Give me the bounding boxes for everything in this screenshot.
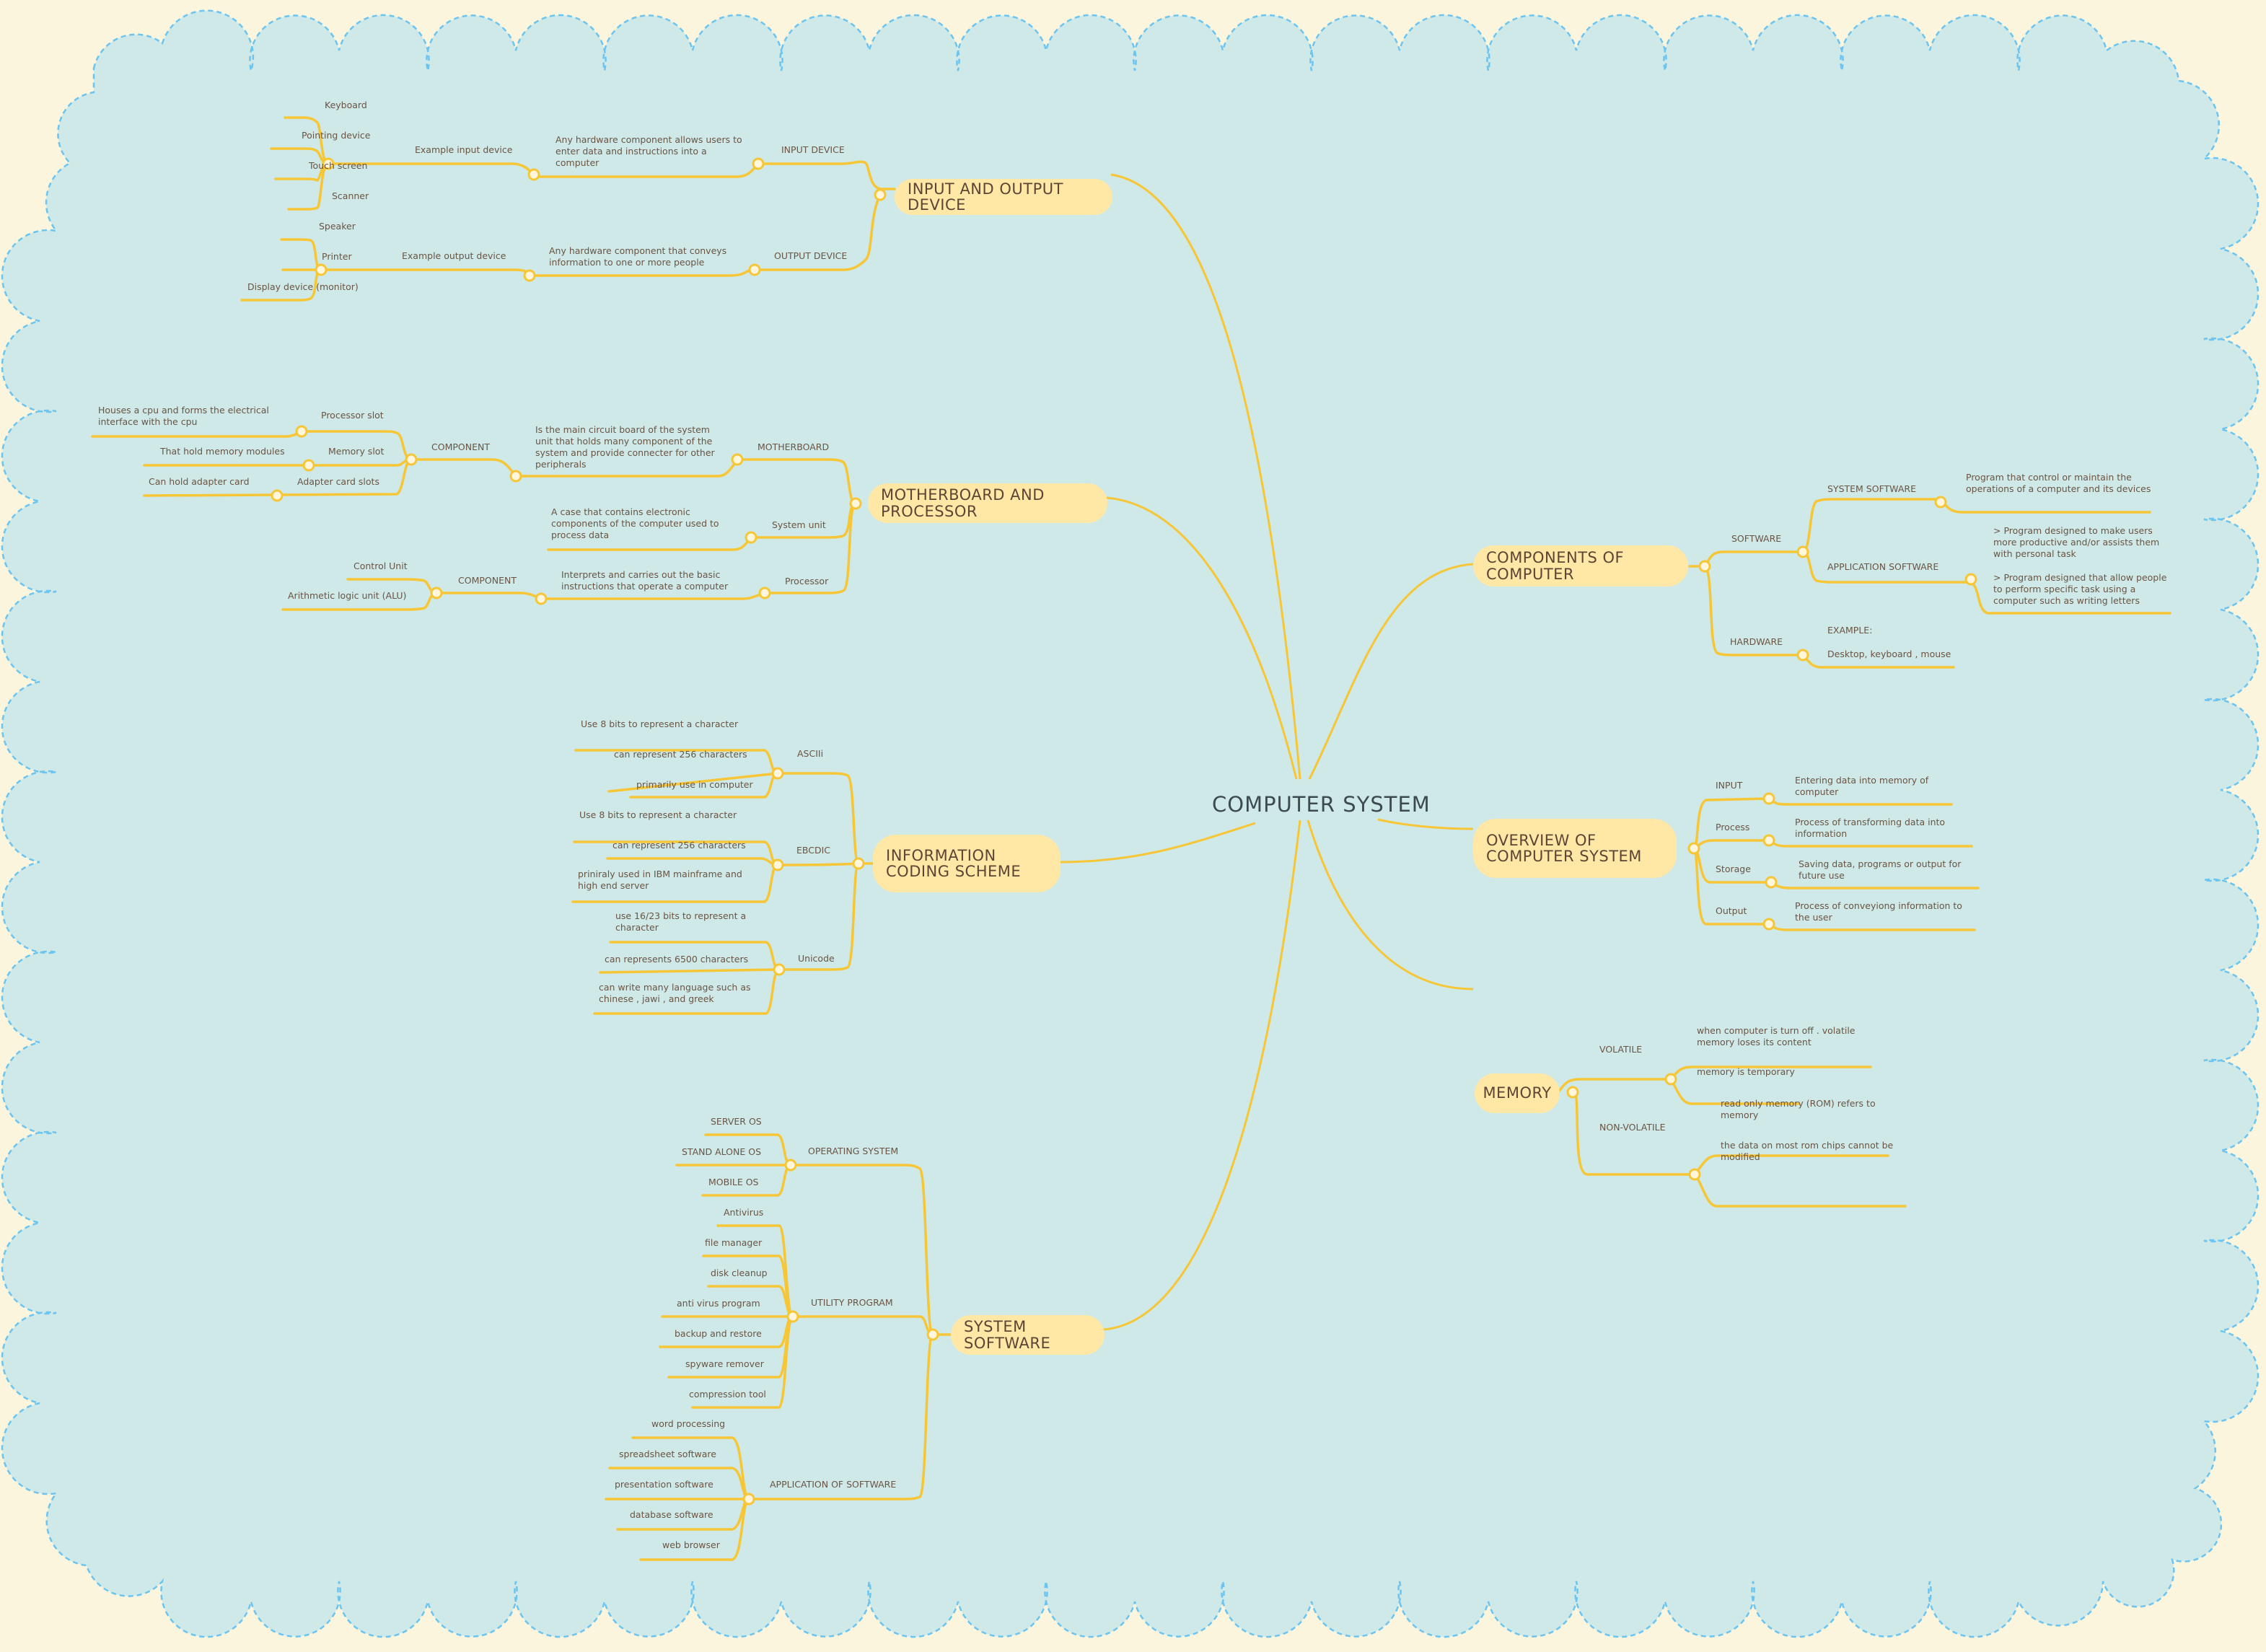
overview-input-label[interactable]: INPUT <box>1716 780 1743 791</box>
overview-output-label[interactable]: Output <box>1716 905 1747 916</box>
utility-backup-restore[interactable]: backup and restore <box>675 1328 762 1339</box>
unicode-item-3[interactable]: can write many language such as chinese … <box>599 982 751 1004</box>
operating-system-label[interactable]: OPERATING SYSTEM <box>808 1146 899 1156</box>
central-topic[interactable]: COMPUTER SYSTEM <box>1212 792 1431 817</box>
non-volatile-item-2[interactable]: the data on most rom chips cannot be mod… <box>1721 1140 1894 1162</box>
ascii-item-1[interactable]: Use 8 bits to represent a character <box>581 719 739 729</box>
main-branch-ocs <box>1377 818 1474 830</box>
output-device-label[interactable]: OUTPUT DEVICE <box>774 250 848 261</box>
hardware-example-title[interactable]: EXAMPLE: <box>1827 625 1873 636</box>
topic-system-software[interactable]: SYSTEM SOFTWARE <box>951 1315 1105 1355</box>
arithmetic-logic-unit[interactable]: Arithmetic logic unit (ALU) <box>288 590 407 601</box>
topic-components-of-computer[interactable]: COMPONENTS OF COMPUTER <box>1473 545 1688 586</box>
ebcdic-item-1[interactable]: Use 8 bits to represent a character <box>579 809 737 820</box>
os-stand-alone[interactable]: STAND ALONE OS <box>682 1146 762 1157</box>
ebcdic-item-3[interactable]: priniraly used in IBM mainframe and high… <box>578 869 742 891</box>
os-mobile[interactable]: MOBILE OS <box>708 1177 759 1187</box>
example-speaker[interactable]: Speaker <box>319 221 356 232</box>
input-device-definition[interactable]: Any hardware component allows users to e… <box>555 134 742 168</box>
volatile-item-1[interactable]: when computer is turn off . volatile mem… <box>1697 1025 1856 1047</box>
main-branch-ss <box>1103 820 1301 1331</box>
example-output-device-label[interactable]: Example output device <box>402 250 506 261</box>
processor-definition[interactable]: Interprets and carries out the basic ins… <box>561 569 729 592</box>
unicode-item-1[interactable]: use 16/23 bits to represent a character <box>615 910 747 933</box>
main-branch-ics <box>1058 822 1256 864</box>
topic-information-coding-scheme[interactable]: INFORMATION CODING SCHEME <box>873 835 1060 892</box>
non-volatile-label[interactable]: NON-VOLATILE <box>1599 1122 1666 1133</box>
ebcdic-item-2[interactable]: can represent 256 characters <box>612 840 746 851</box>
processor-slot-detail[interactable]: Houses a cpu and forms the electrical in… <box>98 405 269 427</box>
unicode-label[interactable]: Unicode <box>798 953 835 964</box>
app-presentation[interactable]: presentation software <box>615 1479 713 1490</box>
system-software-label[interactable]: SYSTEM SOFTWARE <box>1827 483 1916 494</box>
main-branch-mb <box>1106 496 1298 780</box>
application-of-software-label[interactable]: APPLICATION OF SOFTWARE <box>770 1479 897 1490</box>
example-scanner[interactable]: Scanner <box>332 190 369 201</box>
hardware-label[interactable]: HARDWARE <box>1730 636 1783 647</box>
motherboard-label[interactable]: MOTHERBOARD <box>757 441 830 452</box>
overview-storage-label[interactable]: Storage <box>1716 864 1751 874</box>
utility-spyware-remover[interactable]: spyware remover <box>685 1358 764 1369</box>
application-software-definition-1[interactable]: > Program designed to make users more pr… <box>1993 525 2160 559</box>
volatile-label[interactable]: VOLATILE <box>1599 1044 1643 1055</box>
example-input-device-label[interactable]: Example input device <box>415 144 513 155</box>
example-pointing-device[interactable]: Pointing device <box>302 130 371 141</box>
adapter-card-slots-label[interactable]: Adapter card slots <box>297 476 379 487</box>
ebcdic-label[interactable]: EBCDIC <box>796 845 831 856</box>
overview-storage-detail[interactable]: Saving data, programs or output for futu… <box>1799 858 1962 881</box>
processor-component-label[interactable]: COMPONENT <box>458 575 517 586</box>
main-branch-mem <box>1307 820 1474 990</box>
topic-memory[interactable]: MEMORY <box>1475 1073 1560 1113</box>
system-unit-definition[interactable]: A case that contains electronic componen… <box>551 506 719 540</box>
memory-slot-label[interactable]: Memory slot <box>328 446 385 457</box>
system-unit-label[interactable]: System unit <box>772 519 826 530</box>
app-spreadsheet[interactable]: spreadsheet software <box>619 1449 716 1459</box>
memory-slot-detail[interactable]: That hold memory modules <box>160 446 285 457</box>
topic-motherboard-processor[interactable]: MOTHERBOARD AND PROCESSOR <box>868 483 1107 523</box>
overview-output-detail[interactable]: Process of conveyiong information to the… <box>1795 900 1962 923</box>
utility-antivirus[interactable]: Antivirus <box>724 1207 764 1218</box>
utility-disk-cleanup[interactable]: disk cleanup <box>711 1267 768 1278</box>
input-device-label[interactable]: INPUT DEVICE <box>781 144 845 155</box>
topic-overview-of-computer-system[interactable]: OVERVIEW OF COMPUTER SYSTEM <box>1473 819 1677 878</box>
example-touch-screen[interactable]: Touch screen <box>309 160 368 171</box>
ascii-label[interactable]: ASCIIi <box>797 748 824 759</box>
app-web-browser[interactable]: web browser <box>662 1539 720 1550</box>
unicode-item-2[interactable]: can represents 6500 characters <box>605 954 749 965</box>
adapter-card-slots-detail[interactable]: Can hold adapter card <box>149 476 250 487</box>
overview-process-label[interactable]: Process <box>1716 822 1750 832</box>
processor-slot-label[interactable]: Processor slot <box>321 410 384 421</box>
software-label[interactable]: SOFTWARE <box>1731 533 1782 544</box>
application-software-definition-2[interactable]: > Program designed that allow people to … <box>1993 572 2167 606</box>
overview-input-detail[interactable]: Entering data into memory of computer <box>1795 775 1929 797</box>
motherboard-definition[interactable]: Is the main circuit board of the system … <box>535 424 715 470</box>
volatile-item-2[interactable]: memory is temporary <box>1697 1066 1795 1077</box>
utility-program-label[interactable]: UTILITY PROGRAM <box>811 1297 893 1308</box>
utility-compression-tool[interactable]: compression tool <box>689 1389 766 1400</box>
topic-input-output-device[interactable]: INPUT AND OUTPUT DEVICE <box>895 179 1112 215</box>
motherboard-component-label[interactable]: COMPONENT <box>431 441 490 452</box>
main-branch-io <box>1110 173 1301 780</box>
example-display-device[interactable]: Display device (monitor) <box>247 281 359 292</box>
example-printer[interactable]: Printer <box>322 251 352 262</box>
system-software-definition[interactable]: Program that control or maintain the ope… <box>1966 472 2151 494</box>
hardware-example-text[interactable]: Desktop, keyboard , mouse <box>1827 649 1951 659</box>
overview-process-detail[interactable]: Process of transforming data into inform… <box>1795 817 1946 839</box>
ascii-item-3[interactable]: primarily use in computer <box>636 779 753 790</box>
ascii-item-2[interactable]: can represent 256 characters <box>614 749 747 760</box>
utility-file-manager[interactable]: file manager <box>705 1237 763 1248</box>
example-keyboard[interactable]: Keyboard <box>325 100 367 110</box>
utility-anti-virus-program[interactable]: anti virus program <box>677 1298 760 1309</box>
app-word-processing[interactable]: word processing <box>651 1418 726 1429</box>
processor-label[interactable]: Processor <box>785 576 829 586</box>
non-volatile-item-1[interactable]: read only memory (ROM) refers to memory <box>1721 1098 1876 1120</box>
application-software-label[interactable]: APPLICATION SOFTWARE <box>1827 561 1939 572</box>
main-branch-coc <box>1308 563 1474 780</box>
os-server[interactable]: SERVER OS <box>711 1116 762 1127</box>
output-device-definition[interactable]: Any hardware component that conveys info… <box>549 245 727 268</box>
app-database[interactable]: database software <box>630 1509 713 1520</box>
control-unit[interactable]: Control Unit <box>353 561 408 571</box>
cloud-background <box>1 9 2260 1638</box>
